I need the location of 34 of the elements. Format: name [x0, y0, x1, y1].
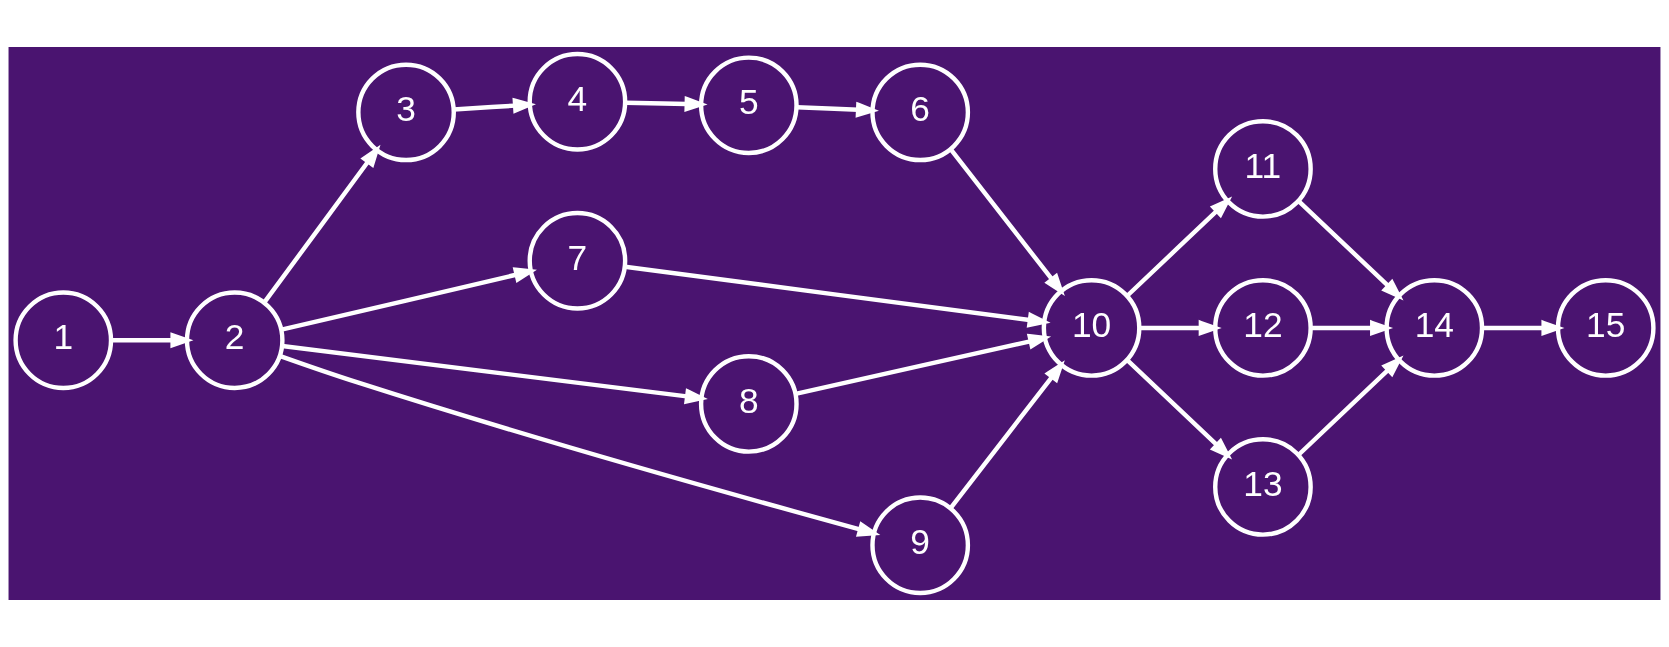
arrow — [949, 148, 1065, 296]
arrow — [1311, 319, 1394, 336]
arrow — [1297, 355, 1404, 457]
arrow — [453, 97, 536, 114]
arrow — [279, 354, 881, 537]
node-circle: 3 — [356, 62, 456, 163]
arrow — [262, 144, 381, 304]
arrow — [625, 95, 708, 113]
node-circle: 12 — [1213, 278, 1313, 378]
arrow — [1125, 358, 1233, 460]
arrow — [624, 264, 1051, 328]
node-circle: 11 — [1213, 119, 1313, 219]
node-circle: 2 — [184, 290, 285, 391]
node-circle: 13 — [1213, 437, 1313, 537]
node-circle: 7 — [527, 210, 628, 311]
node-circle: 8 — [698, 354, 799, 454]
node-circle: 10 — [1041, 278, 1142, 378]
node-circle: 15 — [1555, 278, 1656, 378]
node-circle: 6 — [870, 62, 971, 163]
node-circle: 9 — [870, 495, 971, 596]
node-circle: 1 — [13, 290, 114, 391]
arrow — [795, 333, 1052, 396]
node-circle: 5 — [698, 55, 799, 156]
arrow — [1139, 319, 1222, 336]
arrow — [281, 343, 708, 405]
arrow — [281, 267, 537, 332]
node-circle: 4 — [527, 51, 628, 152]
arrow — [796, 101, 879, 118]
node-circle: 14 — [1384, 278, 1485, 378]
arrow — [949, 360, 1065, 510]
arrow — [111, 332, 194, 349]
arrow — [1482, 319, 1565, 336]
arrow — [1125, 196, 1233, 298]
arrow — [1297, 199, 1404, 301]
